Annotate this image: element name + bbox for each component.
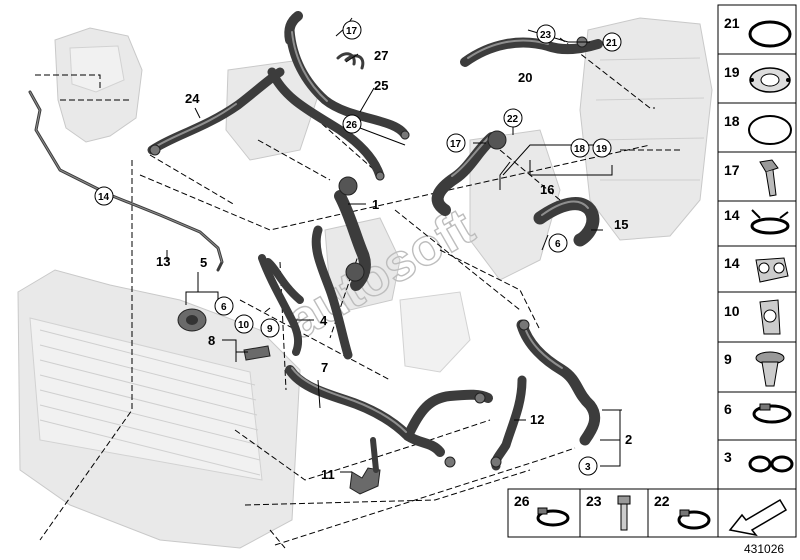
o-ring-seal-icon (748, 20, 792, 48)
callout-3: 3 (585, 462, 591, 473)
bottom-legend-23: 23 (586, 493, 602, 509)
callout-25: 25 (374, 78, 388, 93)
callout-6b-circle (548, 233, 568, 253)
flange-gasket-icon (749, 67, 791, 93)
callout-13: 13 (156, 254, 170, 269)
legend-column: 21 19 18 17 14 14 (717, 4, 797, 490)
legend-19: 19 (724, 64, 740, 80)
callout-12: 12 (530, 412, 544, 427)
callout-9: 9 (267, 324, 273, 335)
callout-4: 4 (320, 313, 328, 328)
legend-17: 17 (724, 162, 740, 178)
hex-bolt-icon (617, 495, 631, 531)
callout-11: 11 (321, 467, 335, 482)
legend-10: 10 (724, 303, 740, 319)
spring-band-clamp-icon (750, 209, 790, 235)
callout-22-circle (503, 108, 523, 128)
callout-7: 7 (321, 360, 328, 375)
legend-21: 21 (724, 15, 740, 31)
sealing-ring-icon (748, 115, 792, 145)
hose-clamp-icon (752, 403, 792, 424)
callout-21: 21 (606, 38, 618, 49)
hoses (28, 11, 603, 495)
legend-9: 9 (724, 351, 732, 367)
callout-10: 10 (238, 320, 250, 331)
bottom-legend: 26 23 22 (507, 488, 797, 538)
callout-24: 24 (185, 91, 200, 106)
callout-23: 23 (540, 30, 552, 41)
callouts: 1 2 3 4 5 6 6 7 8 9 10 11 12 13 14 15 16… (94, 20, 632, 482)
reference-lines (35, 37, 680, 549)
hose-clamp-icon (536, 507, 570, 527)
callout-20: 20 (518, 70, 532, 85)
callout-6a: 6 (221, 302, 227, 313)
legend-6: 6 (724, 401, 732, 417)
callout-19: 19 (596, 144, 608, 155)
hose-clip-icon (759, 299, 781, 335)
bottom-legend-26: 26 (514, 493, 530, 509)
hex-bolt-icon (759, 159, 779, 197)
callout-15: 15 (614, 217, 628, 232)
callout-14: 14 (98, 192, 110, 203)
hose-clamp-icon (677, 509, 711, 530)
callout-23-circle (536, 24, 556, 44)
callout-18: 18 (574, 144, 586, 155)
callout-17a-circle (342, 20, 362, 40)
callout-14-circle (94, 186, 114, 206)
legend-14a: 14 (724, 207, 740, 223)
callout-16: 16 (540, 182, 554, 197)
bottom-legend-22: 22 (654, 493, 670, 509)
double-clip-icon (755, 257, 789, 283)
callout-18-circle (570, 138, 590, 158)
callout-8: 8 (208, 333, 215, 348)
callout-6b: 6 (555, 239, 561, 250)
twin-clamp-icon (748, 455, 794, 473)
callout-27: 27 (374, 48, 388, 63)
callout-19-circle (592, 138, 612, 158)
leader-lines (166, 17, 622, 473)
legend-14b: 14 (724, 255, 740, 271)
diagram-number: 431026 (744, 542, 784, 556)
legend-18: 18 (724, 113, 740, 129)
callout-22: 22 (507, 114, 519, 125)
expanding-rivet-icon (755, 351, 785, 387)
callout-17b-circle (446, 133, 466, 153)
callout-26-circle (342, 114, 362, 134)
arrow-down-left-icon[interactable] (728, 498, 788, 537)
callout-9-circle (260, 318, 280, 338)
callout-17b: 17 (450, 139, 462, 150)
callout-26: 26 (346, 120, 358, 131)
callout-6a-circle (214, 296, 234, 316)
legend-3: 3 (724, 449, 732, 465)
callout-10-circle (234, 314, 254, 334)
callout-1: 1 (372, 197, 379, 212)
callout-2: 2 (625, 432, 632, 447)
callout-21-circle (602, 32, 622, 52)
callout-5: 5 (200, 255, 207, 270)
callout-3-circle (578, 456, 598, 476)
callout-17a: 17 (346, 26, 358, 37)
